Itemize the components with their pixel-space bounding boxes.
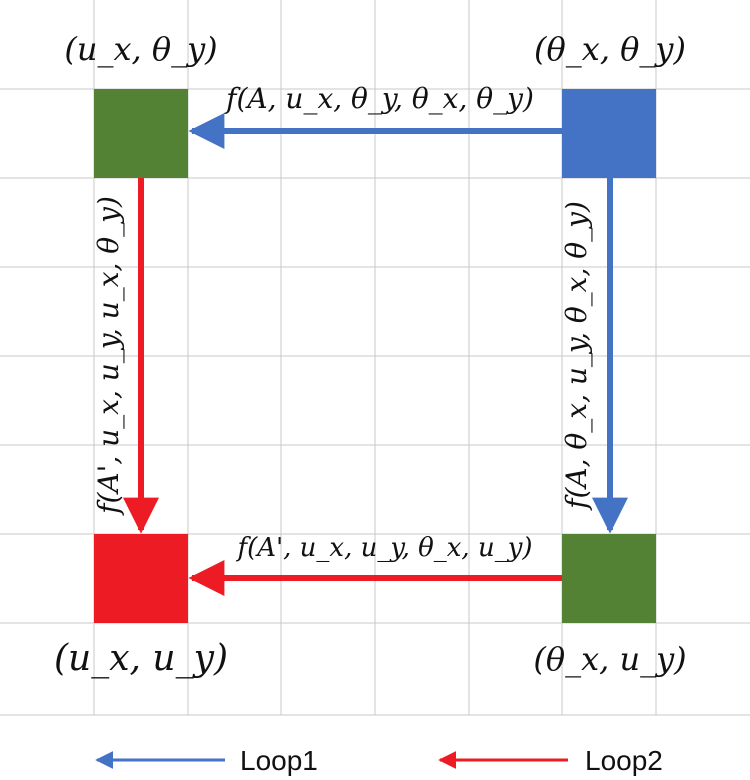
node-bottom-left-label: (u_x, u_y) (54, 638, 228, 679)
node-bottom-left (94, 534, 188, 623)
node-top-right-label: (θ_x, θ_y) (534, 30, 686, 68)
node-bottom-right-label: (θ_x, u_y) (533, 640, 686, 678)
node-top-left-label: (u_x, θ_y) (64, 30, 217, 68)
legend: Loop1 Loop2 (95, 745, 663, 776)
edge-bottom-label: f(A', u_x, u_y, θ_x, u_y) (235, 533, 532, 563)
node-top-right (562, 89, 656, 178)
edge-left-label: f(A', u_x, u_y, u_x, θ_y) (92, 196, 125, 516)
node-top-left (94, 89, 188, 178)
node-bottom-right (562, 534, 656, 623)
edge-top-label: f(A, u_x, θ_y, θ_x, θ_y) (224, 82, 534, 115)
legend-loop2-label: Loop2 (585, 745, 663, 776)
edge-right-label: f(A, θ_x, u_y, θ_x, θ_y) (560, 201, 593, 511)
legend-loop1-label: Loop1 (240, 745, 318, 776)
